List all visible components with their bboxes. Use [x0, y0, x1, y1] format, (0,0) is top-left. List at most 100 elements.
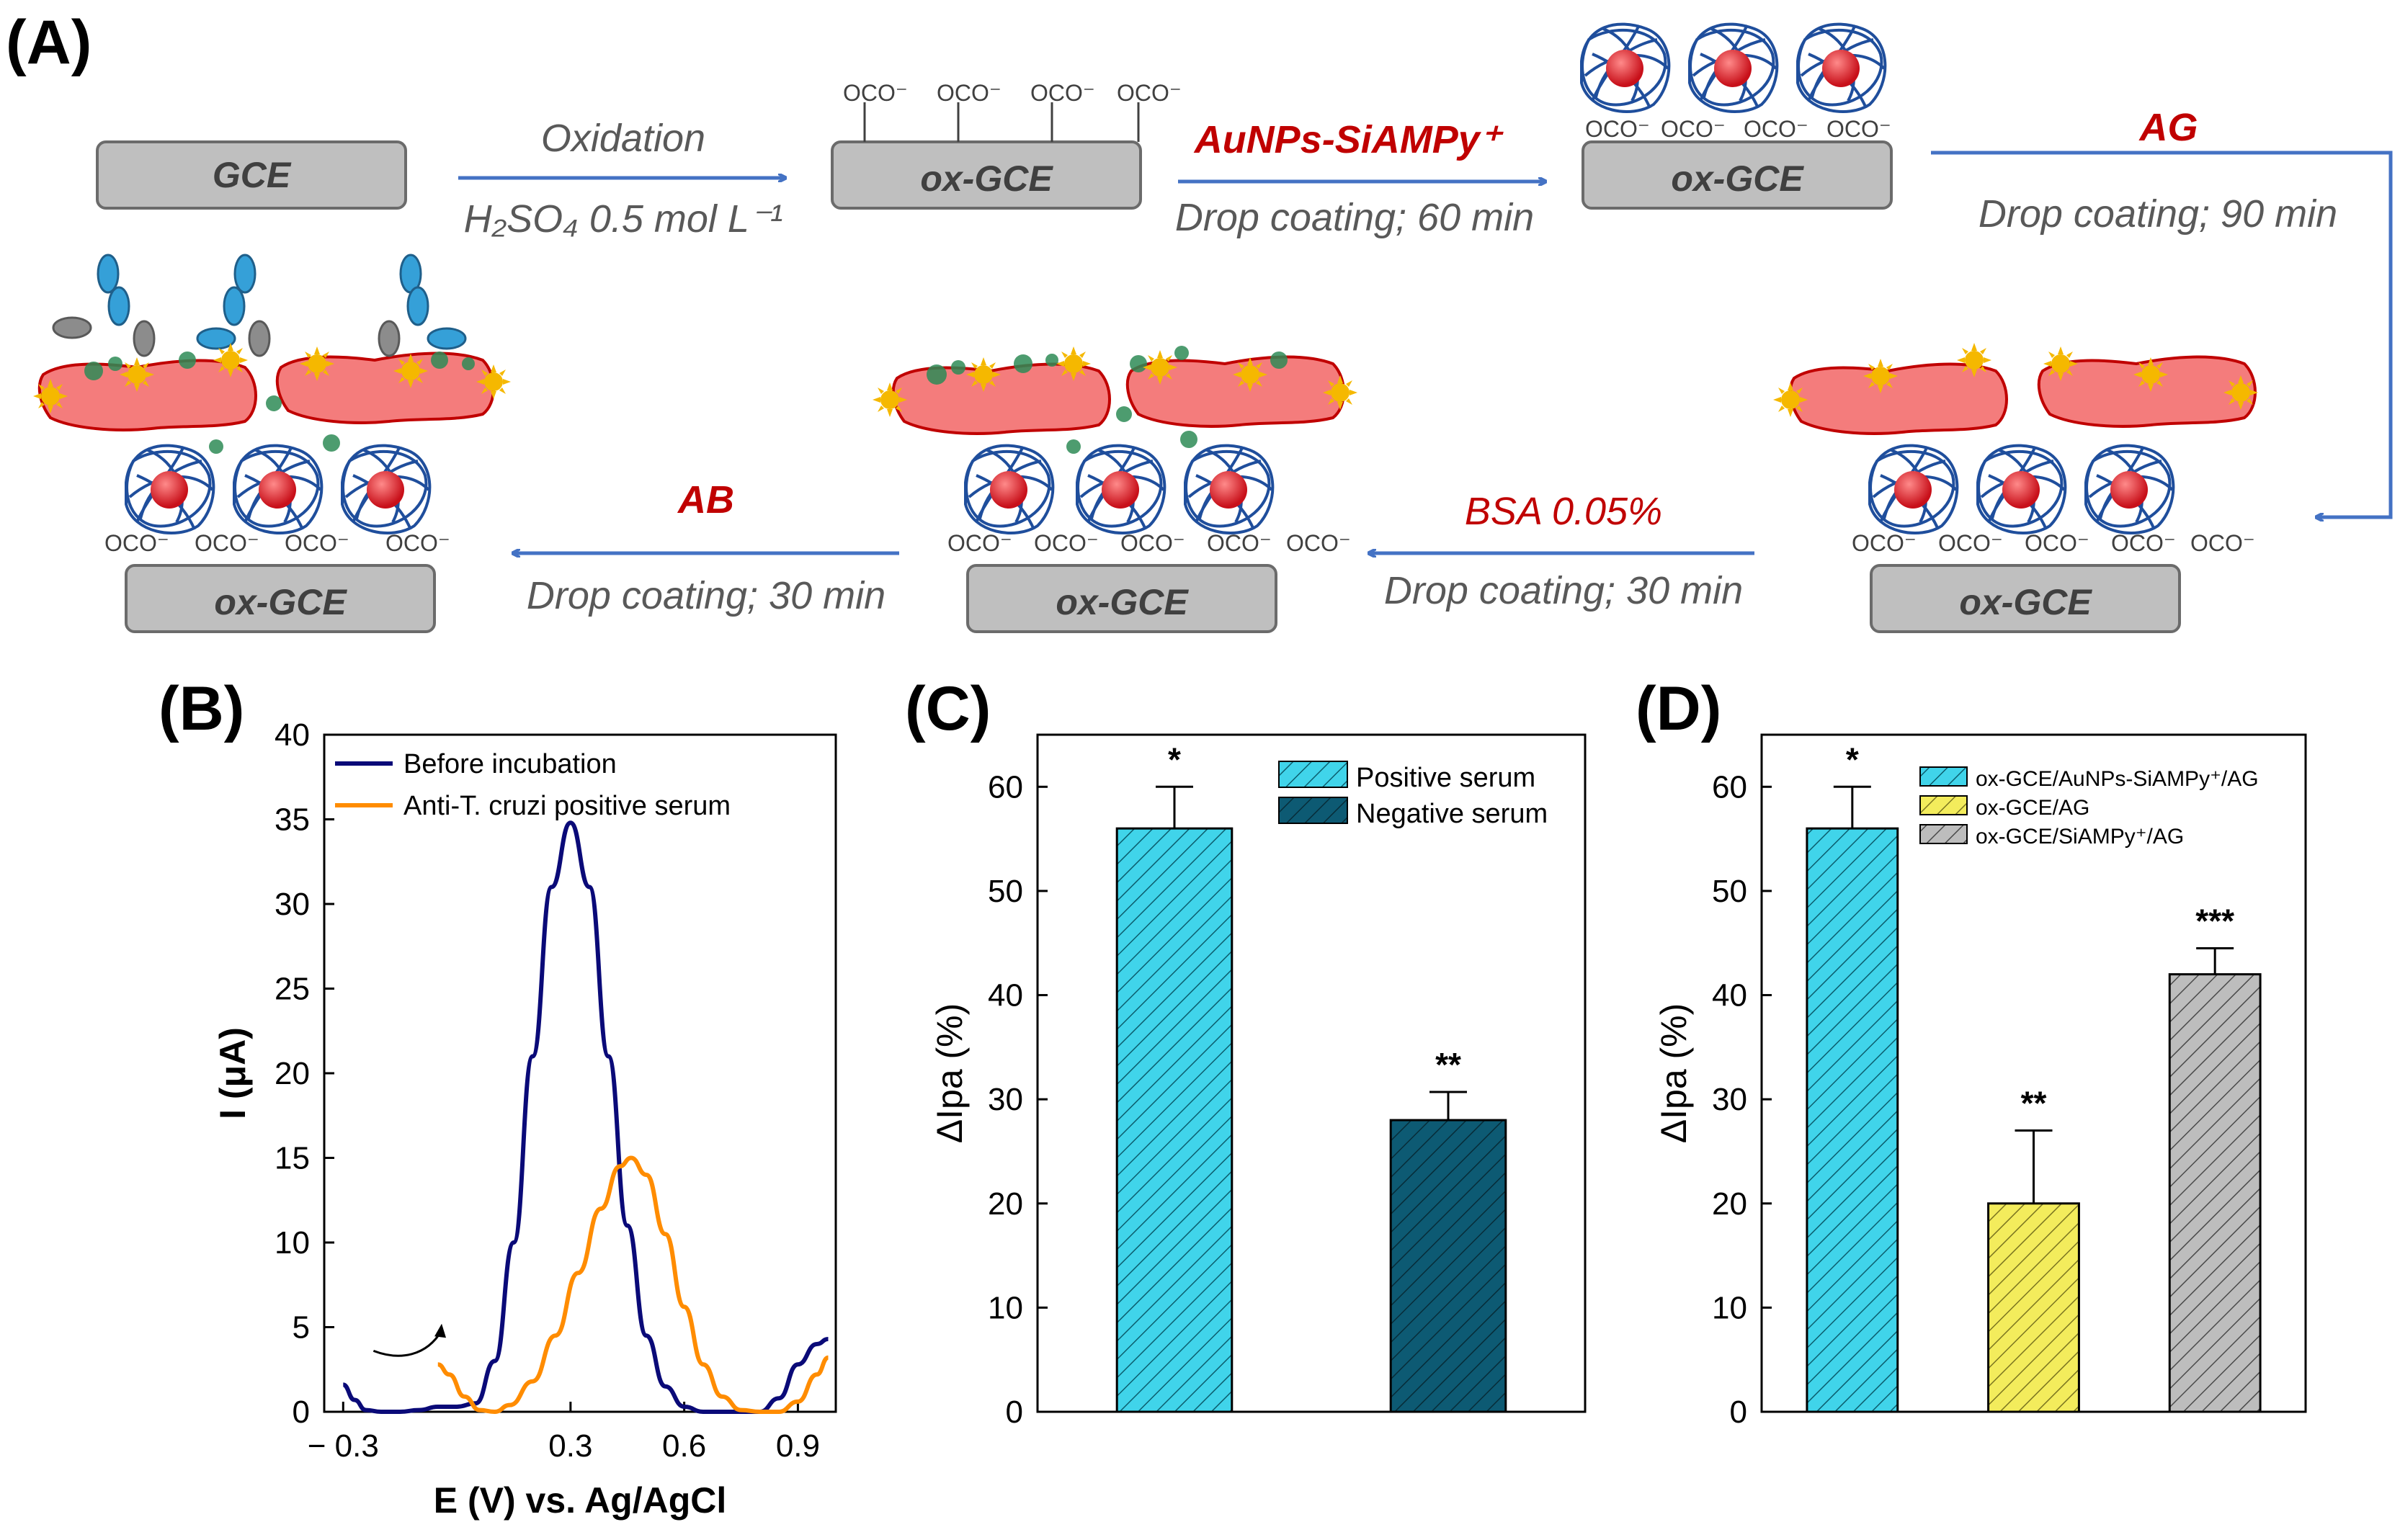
step1-title: Oxidation	[541, 117, 705, 160]
step3-reagent: AG	[2138, 106, 2198, 149]
bsa-blocker-icon	[927, 346, 1288, 454]
y-tick-label: 50	[988, 874, 1023, 909]
step2-reagent: AuNPs-SiAMPy⁺	[1193, 118, 1504, 161]
legend-label-0: Before incubation	[403, 749, 617, 779]
step5-reagent: AB	[677, 478, 734, 521]
y-tick-label: 30	[988, 1082, 1023, 1117]
legend-swatch-2	[1919, 824, 1968, 844]
carboxylate-label: OCO⁻	[1585, 116, 1650, 142]
legend-label-0: Positive serum	[1356, 763, 1535, 793]
bar-0	[1806, 827, 1899, 1413]
carboxylate-label: OCO⁻	[1852, 530, 1917, 556]
step4-reagent: BSA 0.05%	[1465, 490, 1662, 533]
fabrication-scheme: (A) GCE Oxidation H₂SO₄ 0.5 mol L⁻¹ ox-G…	[6, 8, 2393, 633]
ox-gce-electrode-5: ox-GCE OCO⁻ OC	[33, 254, 511, 633]
carboxylate-label: OCO⁻	[947, 530, 1012, 556]
arrow-ag	[1931, 151, 2393, 517]
legend-swatch-1	[1278, 797, 1348, 824]
y-tick-label: 0	[293, 1394, 310, 1430]
y-tick-label: 15	[275, 1141, 310, 1176]
y-tick-label: 30	[275, 887, 310, 922]
plot-frame	[323, 733, 837, 1413]
legend-label-1: ox-GCE/AG	[1976, 796, 2089, 820]
bar-1	[1987, 1202, 2080, 1413]
y-tick-label: 0	[1006, 1394, 1023, 1430]
ox-gce-label-5: ox-GCE	[214, 582, 347, 622]
ox-gce-label-4: ox-GCE	[1056, 582, 1189, 622]
y-tick-label: 0	[1730, 1394, 1747, 1430]
legend-swatch-1	[1919, 795, 1968, 815]
bar-0	[1115, 827, 1234, 1413]
carboxylate-label: OCO⁻	[285, 530, 349, 556]
legend-label-1: Anti-T. cruzi positive serum	[403, 791, 731, 821]
ox-gce-electrode-3: ox-GCE OCO⁻ OCO⁻ OCO⁻ OCO⁻ OCO⁻	[1773, 343, 2258, 633]
carboxylate-label: OCO⁻	[843, 80, 908, 106]
antibody-icon	[52, 254, 467, 357]
step5-condition: Drop coating; 30 min	[527, 574, 885, 617]
significance-label-2: ***	[2195, 902, 2234, 939]
bsa-blocker-icon	[84, 352, 475, 454]
x-tick-label: 0.3	[548, 1428, 592, 1464]
bare-gce: GCE	[96, 140, 407, 210]
significance-label-1: **	[2021, 1085, 2047, 1122]
significance-label-0: *	[1846, 740, 1859, 778]
y-tick-label: 5	[293, 1310, 310, 1346]
carboxylate-label: OCO⁻	[385, 530, 450, 556]
legend-label-0: ox-GCE/AuNPs-SiAMPy⁺/AG	[1976, 767, 2259, 791]
y-tick-label: 30	[1712, 1082, 1747, 1117]
legend-label-1: Negative serum	[1356, 799, 1548, 829]
ox-gce-label-2: ox-GCE	[1671, 158, 1804, 199]
step2-condition: Drop coating; 60 min	[1175, 196, 1534, 239]
x-axis-title: E (V) vs. Ag/AgCl	[434, 1480, 727, 1521]
carboxylate-label: OCO⁻	[937, 80, 1002, 106]
y-tick-label: 40	[275, 717, 310, 753]
ox-gce-label-1: ox-GCE	[920, 158, 1053, 199]
panel-label-a: (A)	[6, 8, 92, 77]
bar-1	[1389, 1119, 1507, 1413]
significance-label-0: *	[1168, 740, 1181, 778]
carboxylate-label: OCO⁻	[1117, 80, 1182, 106]
ox-gce-label-3: ox-GCE	[1959, 582, 2092, 622]
series-line-0	[342, 820, 829, 1414]
gce-label: GCE	[213, 155, 292, 195]
y-tick-label: 60	[988, 769, 1023, 805]
carboxylate-label: OCO⁻	[1938, 530, 2003, 556]
carboxylate-label: OCO⁻	[195, 530, 259, 556]
legend-swatch-0	[1278, 761, 1348, 788]
carboxylate-label: OCO⁻	[1207, 530, 1272, 556]
scan-direction-arrowhead	[434, 1323, 447, 1338]
carboxylate-label: OCO⁻	[1034, 530, 1099, 556]
carboxylate-label: OCO⁻	[104, 530, 169, 556]
significance-label-1: **	[1435, 1046, 1461, 1083]
y-axis-title: ΔIpa (%)	[1654, 1003, 1694, 1144]
ox-gce-electrode-1: ox-GCE OCO⁻ OCO⁻ OCO⁻ OCO⁻	[831, 80, 1182, 210]
ox-gce-electrode-2: ox-GCE OCO⁻ OCO⁻ OCO⁻ OCO⁻	[1580, 22, 1893, 210]
carboxylate-label: OCO⁻	[2190, 530, 2255, 556]
bar-2	[2168, 973, 2262, 1413]
carboxylate-label: OCO⁻	[1744, 116, 1808, 142]
y-tick-label: 10	[988, 1290, 1023, 1325]
carboxylate-label: OCO⁻	[1661, 116, 1726, 142]
y-tick-label: 50	[1712, 874, 1747, 909]
step1-condition: H₂SO₄ 0.5 mol L⁻¹	[464, 197, 783, 241]
y-tick-label: 20	[988, 1186, 1023, 1222]
y-tick-label: 35	[275, 802, 310, 838]
panel-label-c: (C)	[905, 674, 991, 743]
series-line-1	[437, 1155, 829, 1415]
scan-direction-arrow	[373, 1330, 443, 1357]
plot-frame	[1036, 733, 1587, 1413]
carboxylate-label: OCO⁻	[2111, 530, 2176, 556]
step3-condition: Drop coating; 90 min	[1979, 192, 2337, 236]
y-tick-label: 40	[988, 978, 1023, 1013]
carboxylate-label: OCO⁻	[1826, 116, 1891, 142]
carboxylate-label: OCO⁻	[1030, 80, 1095, 106]
panel-label-d: (D)	[1636, 674, 1721, 743]
y-tick-label: 10	[1712, 1290, 1747, 1325]
panel-label-b: (B)	[159, 674, 244, 743]
ox-gce-electrode-4: ox-GCE OCO⁻ OCO⁻ OCO⁻ OCO⁻ OCO⁻	[873, 346, 1357, 633]
legend-label-2: ox-GCE/SiAMPy⁺/AG	[1976, 825, 2184, 849]
